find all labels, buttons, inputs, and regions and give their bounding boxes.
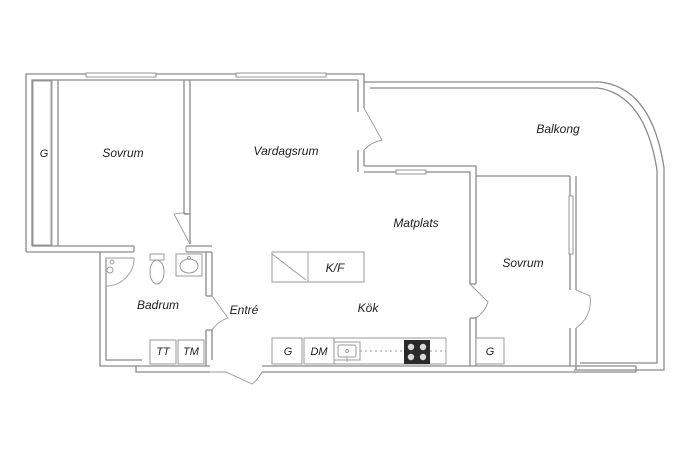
sink-icon bbox=[175, 253, 203, 277]
washer-tt bbox=[149, 339, 177, 365]
label-badrum: Badrum bbox=[137, 298, 179, 312]
windows bbox=[85, 72, 574, 255]
outer-walls bbox=[25, 73, 665, 373]
label-matplats: Matplats bbox=[393, 216, 438, 230]
label-kok: Kök bbox=[358, 301, 380, 315]
kitchen-island bbox=[271, 251, 365, 283]
label-vardagsrum: Vardagsrum bbox=[254, 144, 319, 158]
label-entre: Entré bbox=[230, 303, 259, 317]
label-sovrum-left: Sovrum bbox=[102, 146, 143, 160]
doors bbox=[133, 107, 591, 385]
fixture-labels: G K/F TT TM G DM G bbox=[40, 148, 495, 358]
closet-right bbox=[475, 337, 505, 365]
label-tm: TM bbox=[183, 346, 200, 358]
room-labels: Sovrum Vardagsrum Balkong Matplats Sovru… bbox=[102, 122, 580, 317]
toilet-icon bbox=[149, 253, 165, 285]
label-balkong: Balkong bbox=[536, 122, 580, 136]
dryer-tm bbox=[177, 339, 205, 365]
kitchen-sink-icon bbox=[333, 341, 361, 362]
label-island: K/F bbox=[326, 261, 345, 275]
stove-icon bbox=[404, 340, 430, 364]
label-kitchen-g: G bbox=[284, 346, 293, 358]
label-tt: TT bbox=[156, 346, 171, 358]
label-dm: DM bbox=[310, 346, 328, 358]
bathroom-fixtures bbox=[105, 253, 205, 365]
kitchen-fixtures bbox=[271, 251, 505, 365]
label-closet-left: G bbox=[40, 148, 49, 160]
interior-walls bbox=[51, 80, 477, 366]
label-sovrum-right: Sovrum bbox=[502, 256, 543, 270]
label-closet-right: G bbox=[486, 346, 495, 358]
closet-left bbox=[32, 80, 52, 246]
